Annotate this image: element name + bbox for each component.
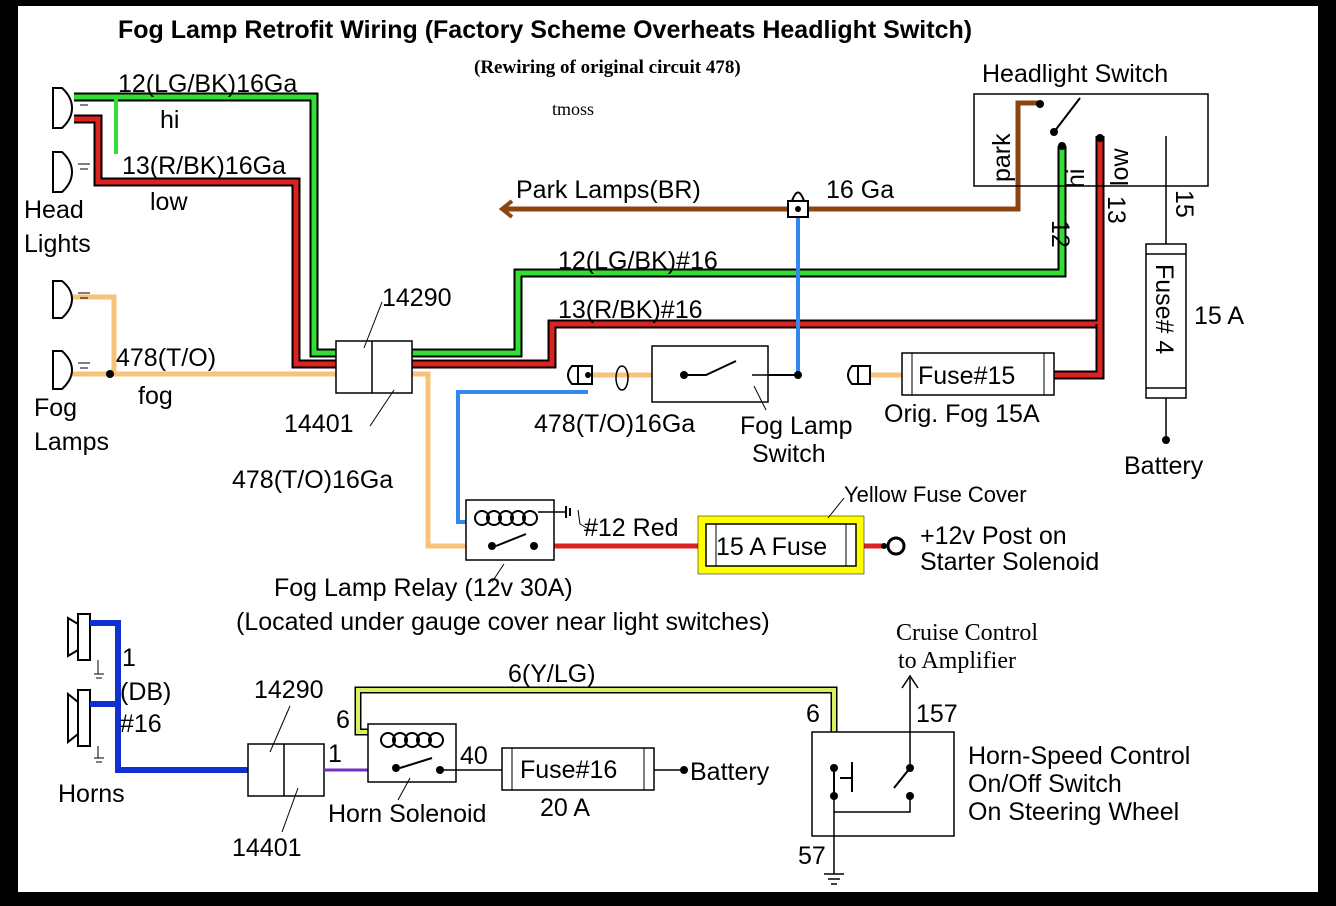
label-hs-2: On/Off Switch [968,770,1122,798]
label-park-lamps: Park Lamps(BR) [516,176,701,204]
label-fog: fog [138,382,173,410]
label-hs-3: On Steering Wheel [968,798,1179,826]
label-battery-2: Battery [690,758,770,786]
wire-horn-db [90,620,248,773]
subtitle: (Rewiring of original circuit 478) [474,57,741,78]
label-fuse-15: Fuse#15 [918,362,1015,390]
label-hi: hi [160,106,179,134]
label-fuse-16: Fuse#16 [520,756,617,784]
label-head: Head [24,196,84,224]
label-post-2: Starter Solenoid [920,548,1099,576]
label-switch-low: low [1106,148,1134,186]
label-horn-1: 1 [122,644,136,672]
label-pin-12: 12 [1046,220,1074,248]
label-lights: Lights [24,230,91,258]
label-pin-157: 157 [916,700,958,728]
label-lamps: Lamps [34,428,109,456]
headlight-switch-box [973,93,1209,187]
label-478-fog: 478(T/O) [116,344,216,372]
label-cruise-2: to Amplifier [898,648,1016,674]
label-pin-1: 1 [328,740,342,768]
wire-6-ylg [356,688,836,768]
label-park: park [988,133,1016,182]
wire-13-rbk [74,116,1103,367]
label-pin-6: 6 [336,706,350,734]
label-low: low [150,188,188,216]
label-fuse-4: Fuse# 4 [1150,264,1178,354]
wire-fuse15-red [1054,324,1103,378]
starter-post [886,536,906,556]
author: tmoss [552,99,594,119]
label-db: (DB) [120,678,171,706]
fog-lamp-relay [465,499,555,561]
fuse-16 [501,747,655,791]
label-switch-hi: hi [1062,169,1090,188]
label-yellow-fuse-cover: Yellow Fuse Cover [844,482,1027,507]
connector-14290-14401 [335,340,413,394]
label-pin-15: 15 [1170,190,1198,218]
label-pin-13: 13 [1102,196,1130,224]
label-cruise-1: Cruise Control [896,620,1038,646]
label-horn-solenoid: Horn Solenoid [328,800,486,828]
relay-coil [474,510,538,526]
label-relay: Fog Lamp Relay (12v 30A) [274,574,573,602]
label-post-1: +12v Post on [920,522,1067,550]
label-16ga: 16 Ga [826,176,894,204]
label-13-rbk-16: 13(R/BK)#16 [558,296,703,324]
label-fog-lamp-switch-1: Fog Lamp [740,412,853,440]
wire-12-lgbk [74,94,1065,356]
label-20a: 20 A [540,794,590,822]
label-13-rbk: 13(R/BK)16Ga [122,152,286,180]
label-14290: 14290 [382,284,452,312]
label-12-lgbk-16: 12(LG/BK)#16 [558,247,718,275]
label-hs-1: Horn-Speed Control [968,742,1190,770]
label-14401-horn: 14401 [232,834,302,862]
label-battery-1: Battery [1124,452,1204,480]
label-478-16ga-relay: 478(T/O)16Ga [232,466,393,494]
lamp-ground-ticks [78,99,90,369]
horn-icons [67,613,91,747]
fuse-4 [1145,243,1187,399]
label-15a-fuse: 15 A Fuse [716,533,827,561]
label-pin-40: 40 [460,742,488,770]
horn-speed-switch [811,731,955,837]
label-fog-lamp-switch-2: Switch [752,440,826,468]
headlamp-icons [52,87,74,390]
label-horns: Horns [58,780,125,808]
label-12-lgbk: 12(LG/BK)16Ga [118,70,297,98]
diagram-title: Fog Lamp Retrofit Wiring (Factory Scheme… [118,16,972,44]
fuse-15a [705,523,857,567]
park-arrow [498,199,514,219]
label-14401: 14401 [284,410,354,438]
label-14290-horn: 14290 [254,676,324,704]
diagram-svg: Fog Lamp Retrofit Wiring (Factory Scheme… [24,16,1244,885]
label-6-ylg: 6(Y/LG) [508,660,596,688]
label-orig-fog: Orig. Fog 15A [884,400,1040,428]
label-relay-note: (Located under gauge cover near light sw… [236,608,770,636]
label-horn-16: #16 [120,710,162,738]
label-12-red: #12 Red [584,514,679,542]
wire-478-fog [60,371,466,549]
label-headlight-switch: Headlight Switch [982,60,1168,88]
fuse-15 [901,352,1055,396]
label-15a: 15 A [1194,302,1244,330]
connector-14290-14401-horn [247,743,325,797]
wire-fog-upper [60,294,117,374]
label-fog-1: Fog [34,394,77,422]
label-pin-57: 57 [798,842,826,870]
label-pin-6b: 6 [806,700,820,728]
wire-park-brown [504,100,1042,212]
wiring-diagram: Fog Lamp Retrofit Wiring (Factory Scheme… [18,6,1318,892]
label-478-16ga-switch: 478(T/O)16Ga [534,410,695,438]
